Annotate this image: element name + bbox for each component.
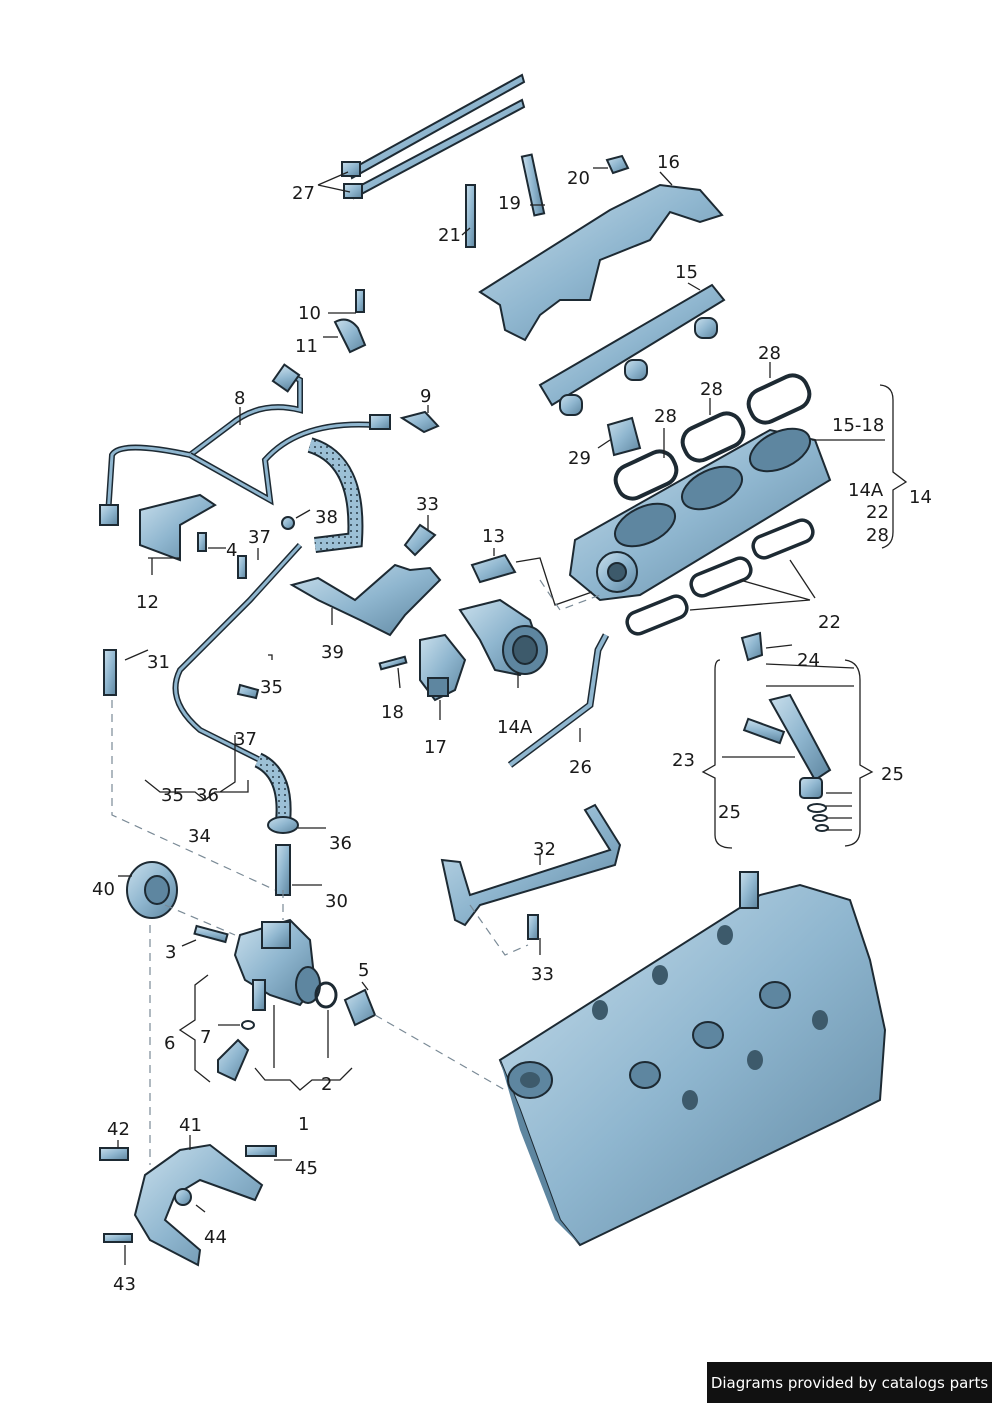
cylinder-head [498,871,887,1247]
callout-27: 27 [292,183,315,204]
callout-23: 23 [672,750,695,771]
intake-manifold [568,427,832,602]
alignment-lines [111,579,601,1165]
callout-33-top: 33 [416,494,439,515]
callout-21: 21 [438,225,461,246]
fuel-line-bracket [289,563,442,637]
cable-ties [341,73,526,200]
callout-30: 30 [325,891,348,912]
leader-lines [117,167,908,1265]
callout-16: 16 [657,152,680,173]
callout-11: 11 [295,336,318,357]
callout-35-top: 35 [260,677,283,698]
callout-31: 31 [147,652,170,673]
support-bracket [440,803,622,927]
callout-38: 38 [315,507,338,528]
callout-35-low: 35 [161,785,184,806]
callout-19: 19 [498,193,521,214]
fuel-pump-assembly [126,861,377,1082]
callout-22: 22 [818,612,841,633]
callout-34: 34 [188,826,211,847]
callout-37-low: 37 [234,729,257,750]
callout-13: 13 [482,526,505,547]
callout-24: 24 [797,650,820,671]
callout-9: 9 [420,386,432,407]
small-fasteners [103,289,437,700]
callout-32: 32 [533,839,556,860]
callout-28-top: 28 [758,343,781,364]
credit-banner: Diagrams provided by catalogs parts [707,1362,992,1403]
callout-20: 20 [567,168,590,189]
callout-14: 14 [909,487,932,508]
fuel-injector [740,631,832,832]
callout-36-low: 36 [196,785,219,806]
callout-15: 15 [675,262,698,283]
callout-12: 12 [136,592,159,613]
callout-42: 42 [107,1119,130,1140]
callout-41: 41 [179,1115,202,1136]
callout-18: 18 [381,702,404,723]
callout-5: 5 [358,960,370,981]
callout-1: 1 [298,1114,310,1135]
manifold-bracket [465,153,724,342]
callout-40: 40 [92,879,115,900]
callout-14a: 14A [497,717,533,738]
callout-15-18: 15-18 [832,415,885,436]
fuel-lines [99,363,440,832]
callout-17: 17 [424,737,447,758]
sensor-components [378,553,548,702]
callout-4: 4 [226,540,238,561]
callout-43: 43 [113,1274,136,1295]
callout-7: 7 [200,1027,212,1048]
pump-bracket [99,1143,277,1267]
manifold-gaskets [625,518,815,636]
fuel-rail [538,283,726,416]
callout-2: 2 [321,1074,333,1095]
callout-14a-group: 14A [848,480,884,501]
callout-45: 45 [295,1158,318,1179]
callout-8: 8 [234,388,246,409]
callout-25-left: 25 [718,802,741,823]
callout-10: 10 [298,303,321,324]
callout-37-top: 37 [248,527,271,548]
callout-33: 33 [531,964,554,985]
callout-28-group: 28 [866,525,889,546]
callout-29: 29 [568,448,591,469]
callout-28-low: 28 [654,406,677,427]
callout-44: 44 [204,1227,227,1248]
callout-28-mid: 28 [700,379,723,400]
callout-6: 6 [164,1033,176,1054]
callout-39: 39 [321,642,344,663]
callout-22-group: 22 [866,502,889,523]
callout-25-right: 25 [881,764,904,785]
callout-3: 3 [165,942,177,963]
callout-36: 36 [329,833,352,854]
callout-26: 26 [569,757,592,778]
intake-gaskets [606,373,812,501]
